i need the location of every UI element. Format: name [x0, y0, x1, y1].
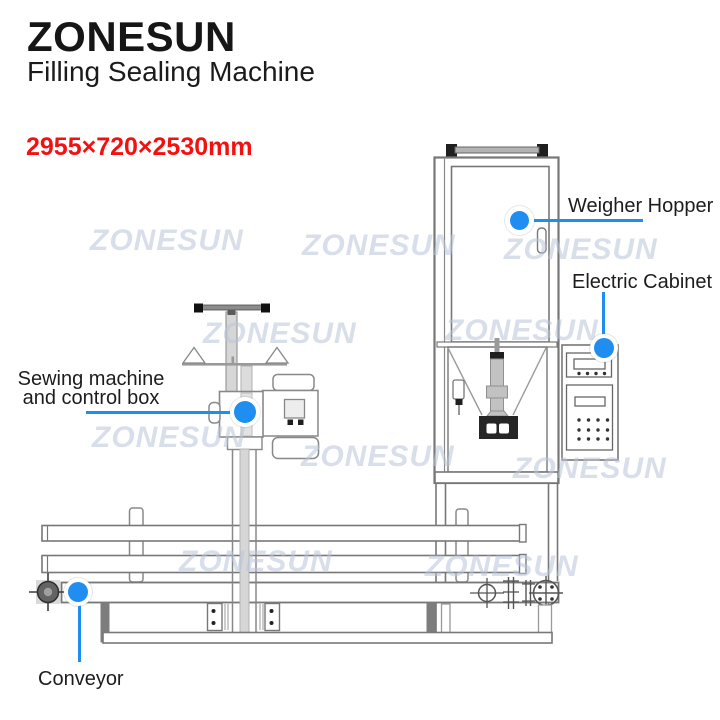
- upper-display: [573, 358, 606, 370]
- sewing-machine-assembly: [181, 303, 320, 460]
- weigher-hopper-door: [450, 165, 550, 343]
- drive-sprockets: [470, 576, 563, 610]
- product-subtitle: Filling Sealing Machine: [27, 56, 315, 87]
- sewing-machine-label-line2: and control box: [22, 387, 160, 409]
- door-handle: [536, 227, 547, 254]
- sewing-machine-callout-line: [86, 411, 237, 414]
- electric-cabinet-callout-dot: [594, 338, 614, 358]
- keypad-dots: [577, 418, 610, 441]
- sewing-machine-label-line1: Sewing machine: [17, 368, 165, 390]
- weigher-hopper-callout-dot: [510, 211, 529, 230]
- electric-cabinet-panel: [561, 344, 619, 461]
- conveyor-assembly: [29, 448, 563, 644]
- weigher-hopper-mechanism: [447, 338, 547, 439]
- level-sensor: [452, 379, 465, 415]
- sewing-machine-label: Sewing machine and control box: [15, 368, 167, 409]
- guide-rail-upper: [41, 524, 521, 542]
- conveyor-callout-line: [78, 601, 81, 662]
- weigher-hopper-label: Weigher Hopper: [568, 195, 714, 217]
- conveyor-callout-dot: [68, 582, 88, 602]
- electric-cabinet-label: Electric Cabinet: [572, 271, 713, 293]
- drive-wheel: [29, 573, 67, 611]
- conveyor-label: Conveyor: [38, 668, 124, 690]
- thread-cone-right: [264, 346, 290, 364]
- bag-holder-bar: [197, 304, 269, 311]
- dimensions-text: 2955×720×2530mm: [26, 133, 253, 161]
- lower-display: [574, 396, 606, 407]
- guide-rail-lower: [41, 554, 521, 574]
- control-box-display: [283, 398, 306, 419]
- conveyor-frame: [100, 602, 553, 644]
- weigher-outlet-box: [479, 416, 518, 439]
- column-mounting-bracket: [206, 602, 281, 632]
- thread-cone-left: [181, 346, 207, 364]
- brand-title: ZONESUN: [27, 13, 236, 60]
- sewing-machine-callout-dot: [234, 401, 256, 423]
- weigher-hopper-callout-line: [530, 219, 643, 222]
- electric-cabinet-callout-line: [602, 292, 605, 337]
